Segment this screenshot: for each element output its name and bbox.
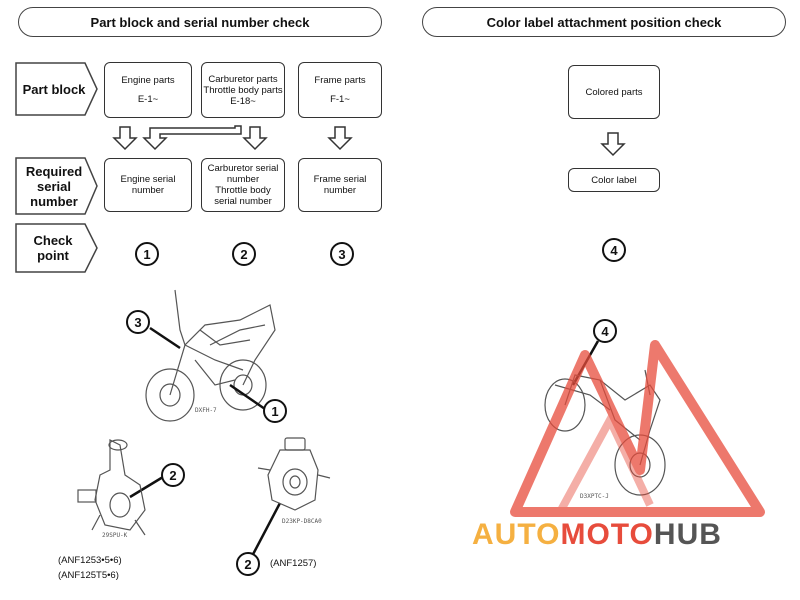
carburetor-code: 29SPU-K: [102, 532, 128, 539]
required-serial-chevron: [15, 157, 98, 215]
header-color-label-check: Color label attachment position check: [422, 7, 786, 37]
carburetor-illustration: [77, 439, 146, 536]
frame-serial-box: Frame serial number: [298, 158, 382, 212]
down-arrow-icon: [112, 126, 138, 151]
check-point-3: 3: [330, 242, 354, 266]
down-arrow-icon: [600, 132, 626, 157]
header-part-block-serial-check: Part block and serial number check: [18, 7, 382, 37]
watermark-logo-shapes: [510, 340, 765, 517]
carburetor-caption-1: (ANF1253•5•6): [58, 555, 122, 566]
check-point-2: 2: [232, 242, 256, 266]
watermark-hub: HUB: [653, 518, 722, 551]
carburetor-parts-box: Carburetor parts Throttle body parts E-1…: [201, 62, 285, 118]
right-motorcycle-code: D3XPTC-J: [580, 493, 609, 500]
throttle-code: D23KP-D8CA0: [282, 518, 322, 525]
throttle-body-illustration: [257, 437, 331, 511]
check-point-chevron: [15, 223, 98, 273]
throttle-caption: (ANF1257): [270, 558, 317, 569]
part-block-chevron: [15, 62, 98, 116]
header-right-text: Color label attachment position check: [486, 14, 722, 30]
row-label-part-block: Part block: [22, 81, 86, 97]
colored-parts-box: Colored parts: [568, 65, 660, 119]
header-left-text: Part block and serial number check: [90, 14, 310, 30]
carburetor-caption-2: (ANF125T5•6): [58, 570, 119, 581]
motorcycle-illustration: [145, 289, 276, 422]
down-arrow-icon: [327, 126, 353, 151]
check-point-1: 1: [135, 242, 159, 266]
engine-serial-box: Engine serial number: [104, 158, 192, 212]
callout-1-engine: 1: [263, 399, 287, 423]
motorcycle-code: DXFH-7: [195, 407, 217, 414]
callout-2-carburetor: 2: [161, 463, 185, 487]
bent-arrow-icon: [142, 125, 242, 151]
watermark-moto: MOTO: [560, 518, 654, 551]
row-label-required-serial: Required serial number: [25, 163, 83, 209]
carburetor-serial-box: Carburetor serial number Throttle body s…: [201, 158, 285, 212]
callout-2-throttle: 2: [236, 552, 260, 576]
frame-parts-box: Frame parts F-1~: [298, 62, 382, 118]
watermark-logo: AUTOMOTOHUB: [472, 518, 722, 552]
color-label-box: Color label: [568, 168, 660, 192]
down-arrow-icon: [242, 126, 268, 151]
row-label-check-point: Check point: [33, 233, 73, 263]
watermark-auto: AUTO: [472, 518, 561, 551]
callout-4-color-label: 4: [593, 319, 617, 343]
callout-3-frame: 3: [126, 310, 150, 334]
check-point-4: 4: [602, 238, 626, 262]
engine-parts-box: Engine parts E-1~: [104, 62, 192, 118]
